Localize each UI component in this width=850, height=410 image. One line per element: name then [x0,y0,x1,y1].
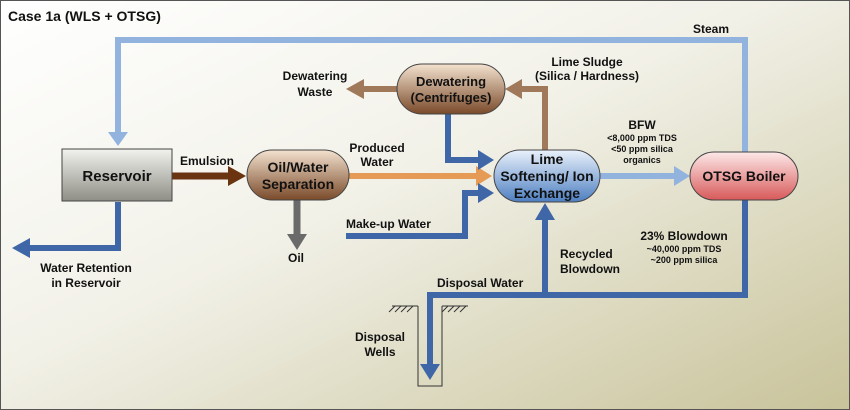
blowdown-label: 23% Blowdown [640,229,727,243]
lime-sludge-line [520,86,548,150]
dewatering-label-line1: Dewatering [416,74,486,89]
blowdown-spec-tds: ~40,000 ppm TDS [647,244,722,254]
otsg-boiler-node: OTSG Boiler [689,151,799,201]
disposal-wells-label-line1: Disposal [355,330,405,344]
dewatering-waste-arrowhead [346,79,364,99]
bfw-spec-silica: <50 ppm silica [611,144,674,154]
produced-water-arrowhead [476,166,492,186]
bfw-spec-organics: organics [623,155,661,165]
separation-node: Oil/Water Separation [246,149,350,201]
lime-label-line3: Exchange [514,185,580,201]
produced-water-label-line2: Water [361,155,394,169]
recycled-blowdown-label-line1: Recycled [560,247,613,261]
blowdown-spec-silica: ~200 ppm silica [651,255,719,265]
lime-softening-node: Lime Softening/ Ion Exchange [493,149,601,203]
emulsion-label: Emulsion [180,154,234,168]
makeup-water-label: Make-up Water [346,217,431,231]
bfw-label: BFW [628,118,656,132]
blowdown-disposal-line [427,200,748,366]
dewatering-return-arrowhead [478,150,494,170]
produced-water-label-line1: Produced [349,141,404,155]
lime-label-line1: Lime [531,151,564,167]
disposal-water-label: Disposal Water [437,276,524,290]
makeup-water-arrowhead [478,183,494,203]
emulsion-arrowhead [228,166,246,186]
water-retention-line [28,202,121,251]
separation-label-line1: Oil/Water [268,159,329,175]
lime-sludge-arrowhead [505,79,522,99]
lime-sludge-label-line1: Lime Sludge [551,55,623,69]
steam-arrowhead [108,132,128,146]
water-retention-label-line1: Water Retention [40,261,132,275]
steam-label: Steam [693,22,729,36]
water-retention-label-line2: in Reservoir [51,276,121,290]
makeup-water-line [346,190,480,239]
dewatering-waste-label-line2: Waste [298,85,333,99]
bfw-arrowhead [674,166,690,186]
steam-line [115,37,748,152]
disposal-water-arrowhead [420,364,440,380]
oil-arrowhead [287,234,307,250]
reservoir-node: Reservoir [61,148,173,202]
dewatering-label-line2: (Centrifuges) [411,90,492,105]
oil-label: Oil [288,251,304,265]
diagram-title: Case 1a (WLS + OTSG) [8,8,161,24]
lime-label-line2: Softening/ Ion [500,168,593,184]
recycled-blowdown-arrowhead [535,203,555,220]
dewatering-node: Dewatering (Centrifuges) [396,63,506,115]
separation-label-line2: Separation [262,176,334,192]
dewatering-waste-label-line1: Dewatering [283,69,348,83]
recycled-blowdown-label-line2: Blowdown [560,262,620,276]
bfw-spec-tds: <8,000 ppm TDS [607,133,677,143]
water-retention-arrowhead [12,238,30,258]
boiler-label: OTSG Boiler [702,168,786,184]
disposal-wells-label-line2: Wells [364,345,395,359]
reservoir-label: Reservoir [82,168,151,185]
disposal-well-symbol [388,305,468,387]
lime-sludge-label-line2: (Silica / Hardness) [535,69,639,83]
dewatering-return-line [445,114,480,163]
